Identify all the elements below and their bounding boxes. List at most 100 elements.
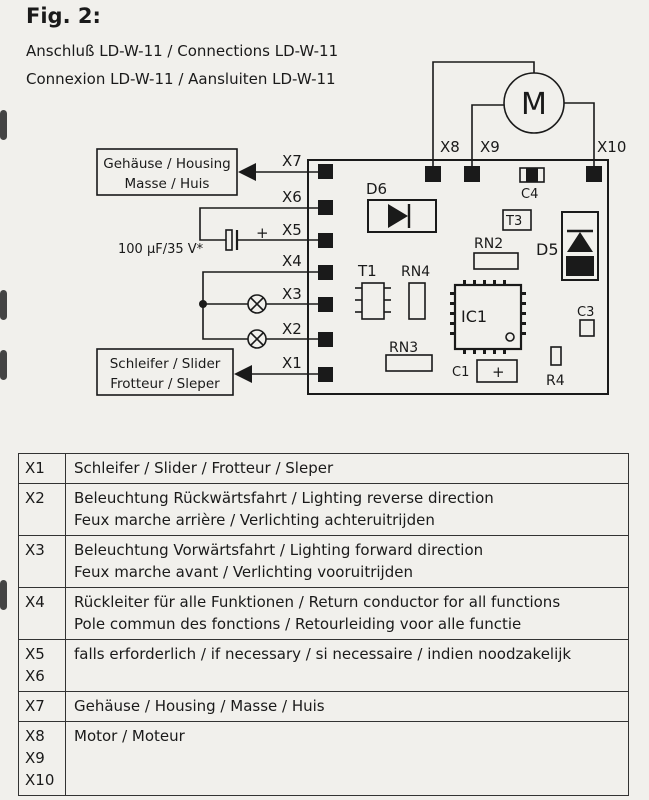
legend-code: X3 [25, 541, 45, 559]
legend-description: Beleuchtung Rückwärtsfahrt / Lighting re… [74, 489, 494, 507]
pin-label-x10: X10 [597, 138, 626, 156]
pad-x3 [318, 297, 333, 312]
pin-label-x7: X7 [282, 152, 302, 170]
connection-legend-table: X1 Schleifer / Slider / Frotteur / Sleper… [18, 453, 629, 796]
label-ic1: IC1 [461, 307, 487, 326]
slider-label-box [96, 348, 234, 396]
pad-x6 [318, 200, 333, 215]
legend-code-cell: X4 [18, 587, 66, 640]
legend-row: X7 Gehäuse / Housing / Masse / Huis [18, 691, 629, 722]
c3-component [579, 319, 595, 337]
r4-component [550, 346, 562, 366]
legend-row: X2 Beleuchtung Rückwärtsfahrt / Lighting … [18, 483, 629, 536]
pin-label-x4: X4 [282, 252, 302, 270]
wire-x8 [432, 61, 535, 170]
legend-code: X5 [25, 645, 45, 663]
d6-diode [367, 199, 437, 233]
legend-code: X8 [25, 727, 45, 745]
legend-description: Rückleiter für alle Funktionen / Return … [74, 593, 561, 611]
t3-component [502, 209, 532, 231]
legend-description-cell: falls erforderlich / if necessary / si n… [65, 639, 629, 692]
label-t3: T3 [505, 214, 522, 229]
legend-code-cell: X3 [18, 535, 66, 588]
pad-x8 [425, 166, 441, 182]
pad-x10 [586, 166, 602, 182]
legend-code: X2 [25, 489, 45, 507]
pin-label-x2: X2 [282, 320, 302, 338]
pad-x4 [318, 265, 333, 280]
binding-spiral [0, 110, 7, 140]
wire-x9 [471, 104, 504, 170]
legend-description-cell: Motor / Moteur [65, 721, 629, 796]
c1-plus: + [492, 363, 505, 381]
figure-label: Fig. 2: [26, 4, 101, 28]
legend-description-cell: Schleifer / Slider / Frotteur / Sleper [65, 453, 629, 484]
legend-description: falls erforderlich / if necessary / si n… [74, 645, 572, 663]
ic1-chip [453, 283, 523, 351]
capacitor-plus: + [256, 224, 269, 242]
housing-label-box [96, 148, 238, 196]
label-rn4: RN4 [401, 264, 430, 280]
legend-code-cell: X2 [18, 483, 66, 536]
label-c1: C1 [452, 365, 469, 380]
pad-x7 [318, 164, 333, 179]
junction-dot [199, 300, 207, 308]
label-rn3: RN3 [389, 340, 418, 356]
legend-description: Motor / Moteur [74, 727, 185, 745]
pin-label-x8: X8 [440, 138, 460, 156]
legend-code: X7 [25, 697, 45, 715]
legend-description-cell: Beleuchtung Rückwärtsfahrt / Lighting re… [65, 483, 629, 536]
legend-row: X1 Schleifer / Slider / Frotteur / Sleper [18, 453, 629, 484]
housing-box-line-2: Masse / Huis [125, 176, 210, 192]
pad-x5 [318, 233, 333, 248]
d5-diode [561, 211, 599, 281]
label-c4: C4 [521, 187, 538, 202]
legend-description: Feux marche arrière / Verlichting achter… [74, 511, 435, 529]
label-c3: C3 [577, 305, 594, 320]
legend-row: X4 Rückleiter für alle Funktionen / Retur… [18, 587, 629, 640]
legend-description: Schleifer / Slider / Frotteur / Sleper [74, 459, 334, 477]
legend-code: X4 [25, 593, 45, 611]
wire-x6 [199, 207, 325, 241]
wire-x4 [202, 271, 325, 340]
capacitor-label: 100 µF/35 V* [118, 242, 204, 257]
c1-component [476, 359, 518, 383]
arrow-x1-slider [234, 365, 252, 383]
housing-box-line-1: Gehäuse / Housing [103, 156, 231, 172]
pin-label-x1: X1 [282, 354, 302, 372]
legend-description-cell: Beleuchtung Vorwärtsfahrt / Lighting for… [65, 535, 629, 588]
legend-description: Beleuchtung Vorwärtsfahrt / Lighting for… [74, 541, 484, 559]
pin-label-x6: X6 [282, 188, 302, 206]
decoder-board [307, 159, 609, 395]
t1-component [361, 282, 385, 320]
arrow-x7-housing [238, 163, 256, 181]
rn4-component [408, 282, 426, 320]
pin-label-x5: X5 [282, 221, 302, 239]
label-d5: D5 [536, 240, 559, 259]
wire-x10 [564, 102, 595, 170]
rn2-component [473, 252, 519, 270]
pad-x1 [318, 367, 333, 382]
figure-caption-line-1: Anschluß LD-W-11 / Connections LD-W-11 [26, 42, 339, 60]
pin-label-x9: X9 [480, 138, 500, 156]
figure-caption-line-2: Connexion LD-W-11 / Aansluiten LD-W-11 [26, 70, 336, 88]
legend-description: Gehäuse / Housing / Masse / Huis [74, 697, 325, 715]
legend-code-cell: X1 [18, 453, 66, 484]
slider-box-line-1: Schleifer / Slider [110, 356, 221, 372]
legend-description-cell: Rückleiter für alle Funktionen / Return … [65, 587, 629, 640]
rn3-component [385, 354, 433, 372]
legend-description-cell: Gehäuse / Housing / Masse / Huis [65, 691, 629, 722]
legend-row: X3 Beleuchtung Vorwärtsfahrt / Lighting f… [18, 535, 629, 588]
slider-box-line-2: Frotteur / Sleper [110, 376, 220, 392]
legend-code-cell: X7 [18, 691, 66, 722]
label-t1: T1 [357, 262, 377, 280]
pad-x2 [318, 332, 333, 347]
wiring-diagram: M Gehäuse / Housing Masse / Huis Schleif… [96, 61, 626, 396]
label-rn2: RN2 [474, 236, 503, 252]
label-d6: D6 [366, 180, 387, 198]
legend-code: X9 [25, 749, 45, 767]
